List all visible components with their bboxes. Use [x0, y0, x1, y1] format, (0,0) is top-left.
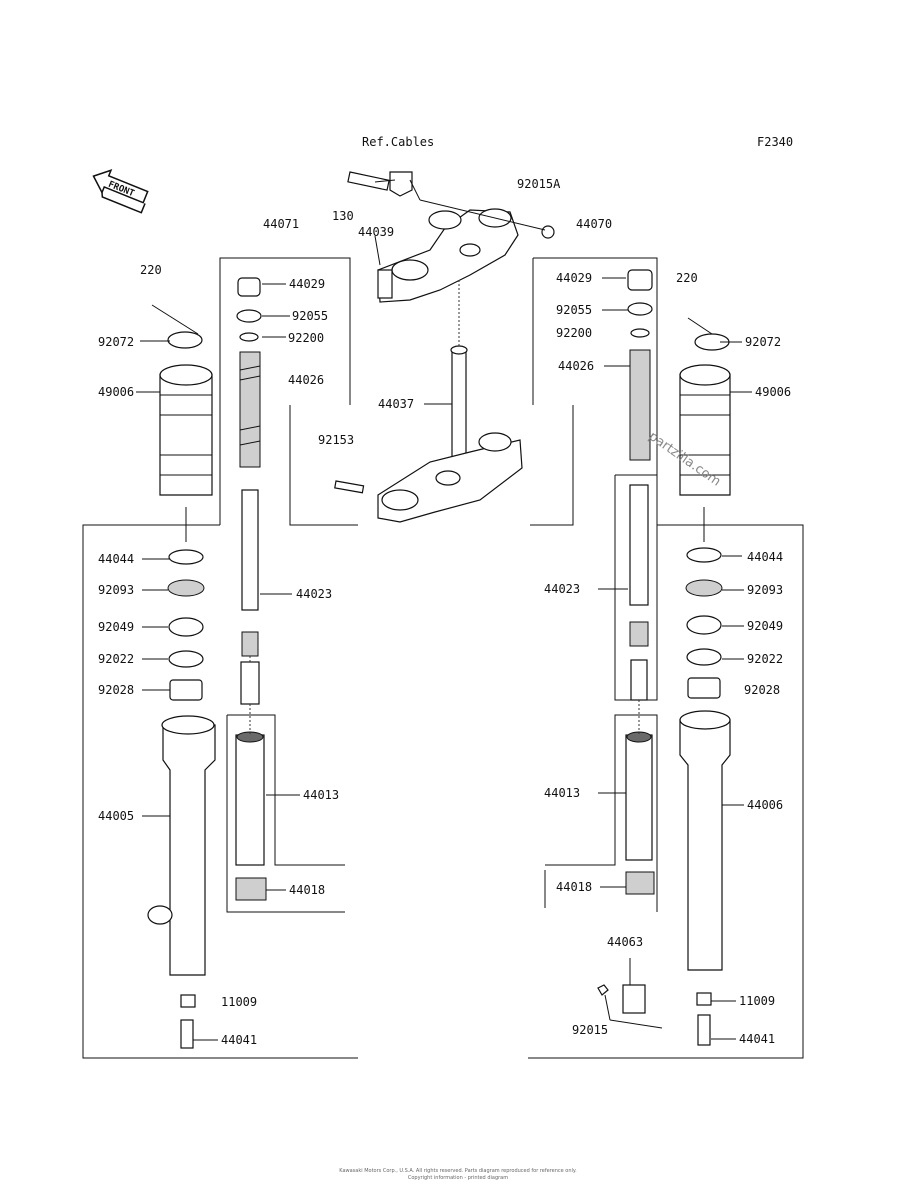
- left-label-44005: 44005: [98, 809, 134, 823]
- left-label-92055: 92055: [292, 309, 328, 323]
- label-92015A: 92015A: [517, 177, 561, 191]
- lower-bracket-part: [334, 280, 523, 523]
- footer-line-2: Copyright information - printed diagram: [408, 1175, 508, 1181]
- right-label-11009: 11009: [739, 994, 775, 1008]
- right-label-44013: 44013: [544, 786, 580, 800]
- left-label-44013: 44013: [303, 788, 339, 802]
- right-label-220: 220: [676, 271, 698, 285]
- front-arrow-icon: FRONT: [92, 169, 149, 214]
- right-label-44041: 44041: [739, 1032, 775, 1046]
- left-label-44026: 44026: [288, 373, 324, 387]
- right-label-44006: 44006: [747, 798, 783, 812]
- right-label-92049: 92049: [747, 619, 783, 633]
- label-44070: 44070: [576, 217, 612, 231]
- figure-code: F2340: [757, 135, 793, 149]
- left-label-44023: 44023: [296, 587, 332, 601]
- left-label-44041: 44041: [221, 1033, 257, 1047]
- right-label-92022: 92022: [747, 652, 783, 666]
- label-92153: 92153: [318, 433, 354, 447]
- left-label-92072: 92072: [98, 335, 134, 349]
- label-44071: 44071: [263, 217, 299, 231]
- upper-bracket-part: [347, 171, 555, 303]
- label-44039: 44039: [358, 225, 394, 239]
- right-label-92093: 92093: [747, 583, 783, 597]
- right-label-92015: 92015: [572, 1023, 608, 1037]
- left-label-11009: 11009: [221, 995, 257, 1009]
- left-label-92028: 92028: [98, 683, 134, 697]
- right-label-44026: 44026: [558, 359, 594, 373]
- left-label-92200: 92200: [288, 331, 324, 345]
- left-fork-parts: [147, 277, 267, 1049]
- label-130: 130: [332, 209, 354, 223]
- right-label-92072: 92072: [745, 335, 781, 349]
- right-label-44029: 44029: [556, 271, 592, 285]
- left-label-49006: 49006: [98, 385, 134, 399]
- right-label-92200: 92200: [556, 326, 592, 340]
- left-label-44029: 44029: [289, 277, 325, 291]
- ref-cables-note: Ref.Cables: [362, 135, 434, 149]
- right-label-44018: 44018: [556, 880, 592, 894]
- left-label-92049: 92049: [98, 620, 134, 634]
- right-label-49006: 49006: [755, 385, 791, 399]
- left-label-92093: 92093: [98, 583, 134, 597]
- assembly-frames: [82, 257, 804, 1059]
- left-label-44044: 44044: [98, 552, 134, 566]
- right-label-44044: 44044: [747, 550, 783, 564]
- right-label-44063: 44063: [607, 935, 643, 949]
- footer-line-1: Kawasaki Motors Corp., U.S.A. All rights…: [339, 1168, 577, 1174]
- right-label-92028: 92028: [744, 683, 780, 697]
- right-label-44023: 44023: [544, 582, 580, 596]
- label-44037: 44037: [378, 397, 414, 411]
- right-label-92055: 92055: [556, 303, 592, 317]
- right-fork-parts: [597, 269, 731, 1046]
- left-label-220: 220: [140, 263, 162, 277]
- leader-lines: [136, 179, 752, 1041]
- left-label-92022: 92022: [98, 652, 134, 666]
- left-label-44018: 44018: [289, 883, 325, 897]
